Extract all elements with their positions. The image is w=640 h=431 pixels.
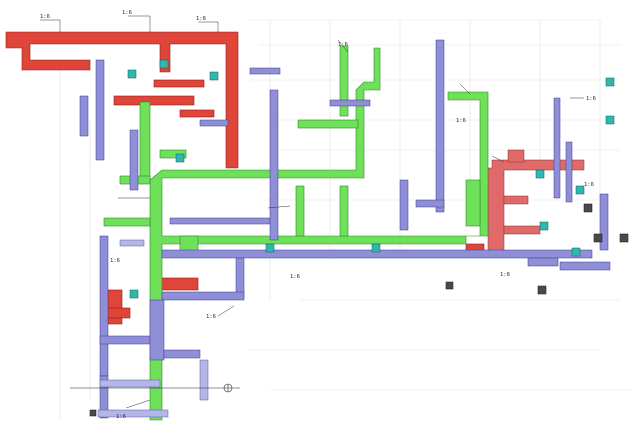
section-marker [70, 383, 240, 393]
tag-label: 1:6 [116, 414, 126, 420]
tag-label: 1:6 [338, 42, 348, 48]
tag-label: 1:6 [196, 16, 206, 22]
leader-lines [40, 15, 584, 409]
return-duct-lower [97, 239, 209, 418]
tag-label: 1:6 [40, 14, 50, 20]
return-duct-network [79, 39, 611, 419]
tag-label: 1:6 [290, 274, 300, 280]
tag-label: 1:6 [456, 118, 466, 124]
air-terminals [127, 59, 615, 299]
tag-label: 1:6 [500, 272, 510, 278]
tag-label: 1:6 [586, 96, 596, 102]
tag-label: 1:6 [206, 314, 216, 320]
tag-label: 1:6 [110, 258, 120, 264]
tag-label: 1:6 [584, 182, 594, 188]
tag-labels: 1:6 1:6 1:6 1:6 1:6 1:6 1:6 1:6 1:6 1:6 … [40, 10, 596, 420]
grille-fittings [89, 203, 629, 417]
tag-label: 1:6 [122, 10, 132, 16]
supply-duct-network [5, 31, 485, 325]
